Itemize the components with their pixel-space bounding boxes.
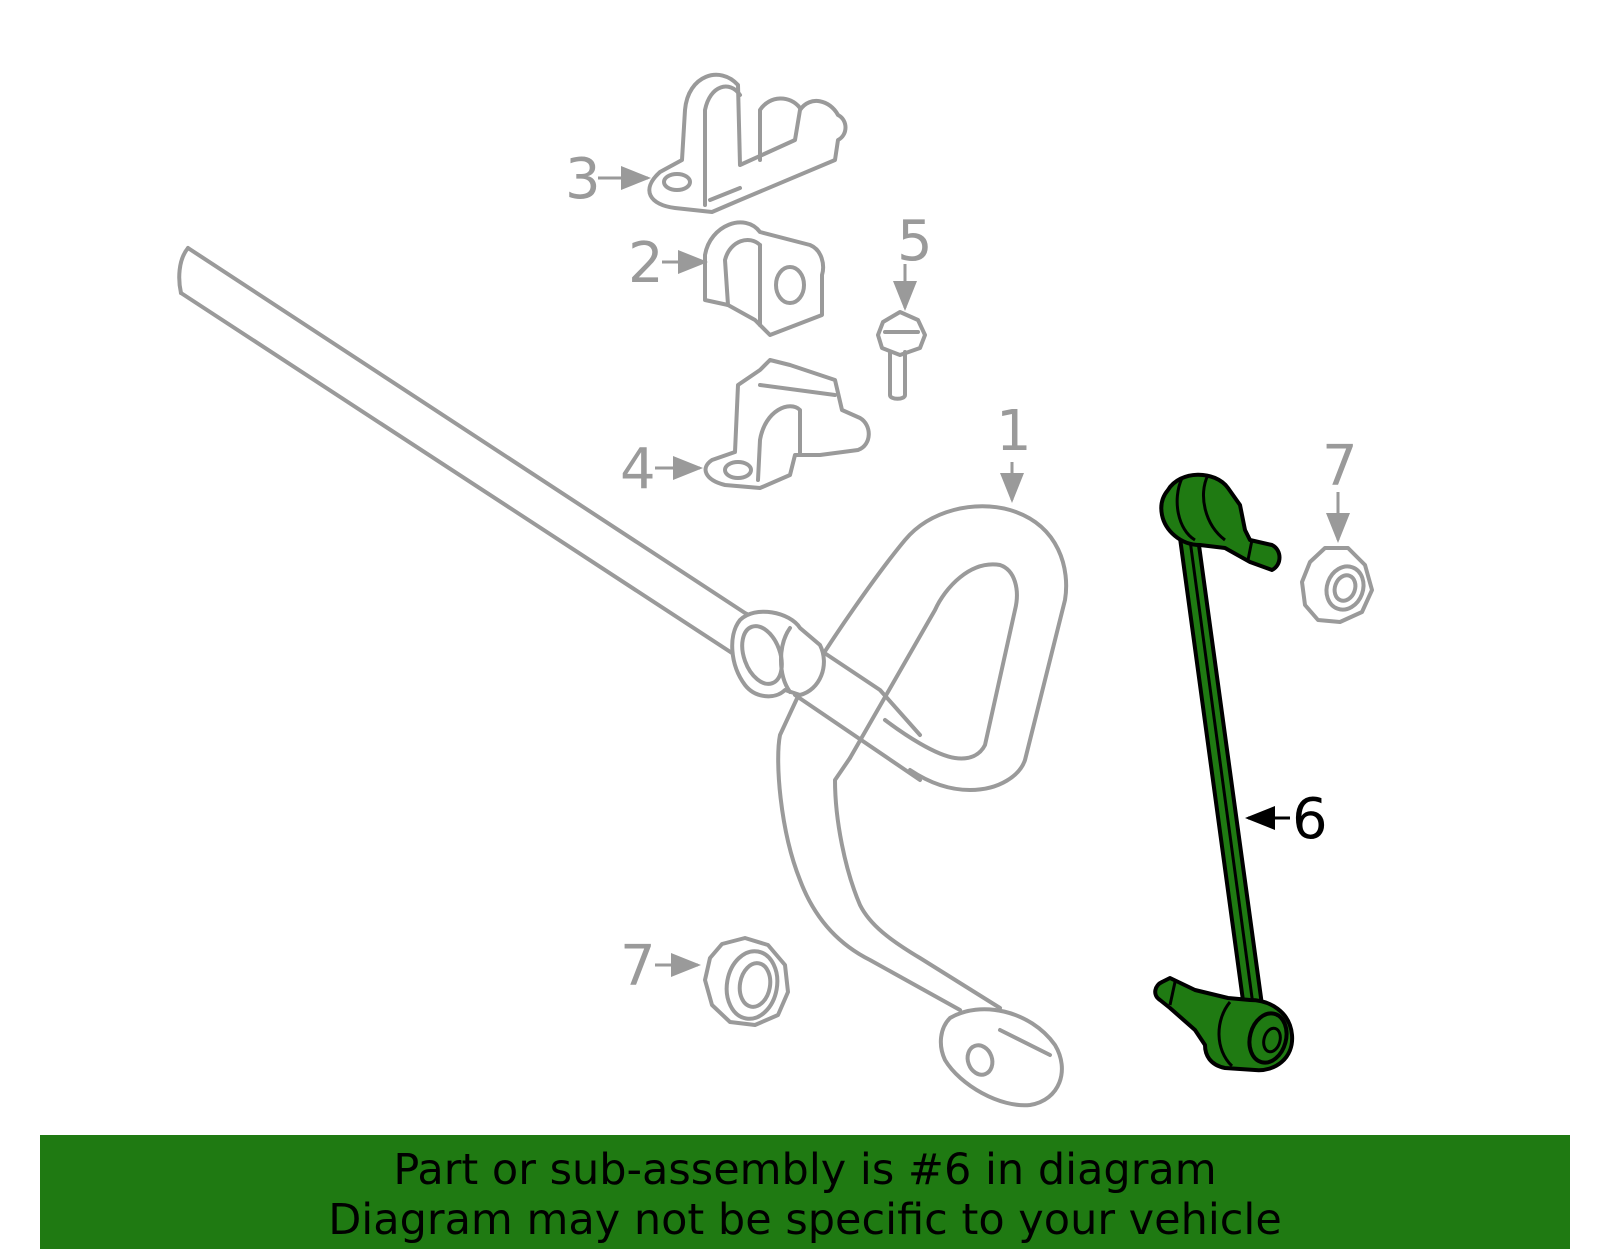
- bushing: [703, 220, 826, 337]
- stabilizer-link: [1153, 472, 1295, 1073]
- callout-4: 4: [620, 437, 656, 502]
- callout-5: 5: [897, 209, 933, 274]
- banner-line-2: Diagram may not be specific to your vehi…: [328, 1195, 1282, 1245]
- callout-7-left: 7: [620, 934, 656, 999]
- nut-lower-left: [703, 936, 790, 1027]
- callout-7-right: 7: [1322, 434, 1358, 499]
- part-notice-banner: Part or sub-assembly is #6 in diagram Di…: [40, 1135, 1570, 1249]
- nut-upper-right: [1300, 546, 1374, 624]
- bolt: [876, 310, 927, 401]
- callout-3: 3: [565, 147, 601, 212]
- banner-line-1: Part or sub-assembly is #6 in diagram: [393, 1145, 1217, 1195]
- callout-6: 6: [1292, 787, 1328, 852]
- stabilizer-bar: [177, 246, 1069, 1108]
- callout-1: 1: [996, 399, 1032, 464]
- callout-2: 2: [628, 231, 664, 296]
- bracket-lower: [703, 358, 871, 490]
- bracket-upper: [647, 72, 848, 214]
